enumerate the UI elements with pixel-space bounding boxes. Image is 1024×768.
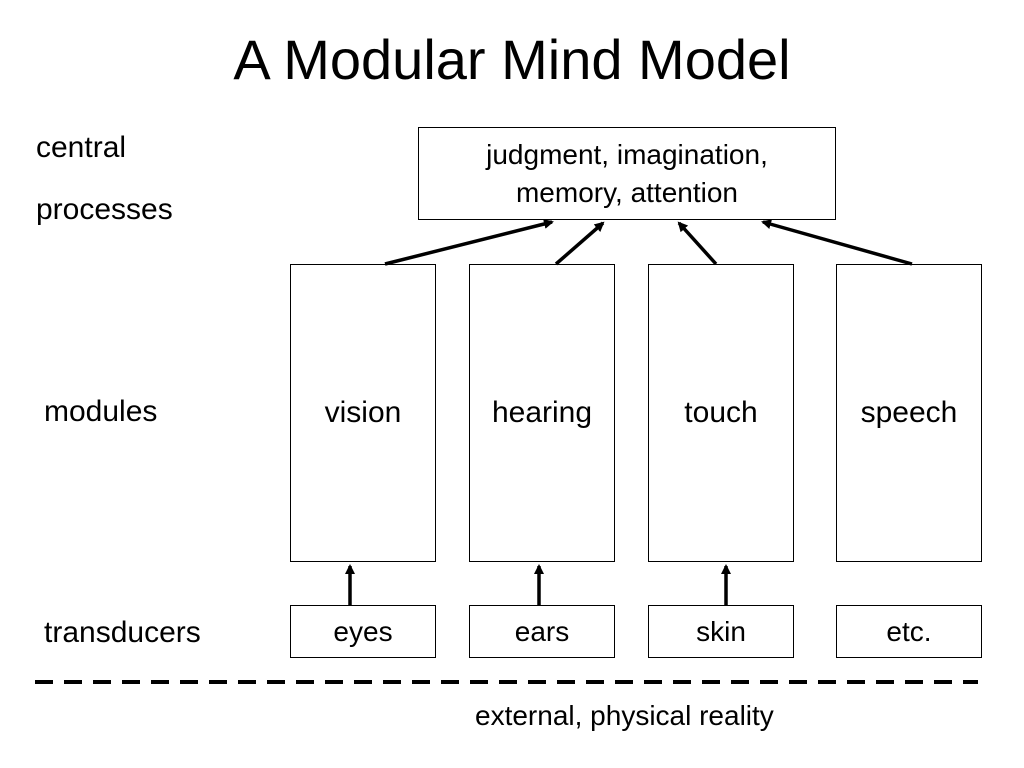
arrow-touch-to-central <box>677 221 718 266</box>
central-label-line2: processes <box>36 193 173 226</box>
arrow-hearing-to-central <box>554 221 605 266</box>
central-processes-box: judgment, imagination, memory, attention <box>418 127 836 220</box>
transducer-skin: skin <box>648 605 794 658</box>
module-hearing: hearing <box>469 264 615 562</box>
arrow-speech-to-central <box>761 219 913 266</box>
central-box-line1: judgment, imagination, <box>486 138 768 170</box>
module-vision: vision <box>290 264 436 562</box>
arrow-vision-to-central <box>384 219 554 266</box>
central-box-line2: memory, attention <box>515 176 739 208</box>
modules-label: modules <box>44 395 158 428</box>
transducer-eyes: eyes <box>290 605 436 658</box>
external-reality-label: external, physical reality <box>475 700 774 731</box>
central-label-line1: central <box>36 131 127 164</box>
transducer-ears: ears <box>469 605 615 658</box>
transducer-etc: etc. <box>836 605 982 658</box>
module-touch: touch <box>648 264 794 562</box>
diagram-title: A Modular Mind Model <box>233 28 791 91</box>
transducers-label: transducers <box>44 616 201 649</box>
